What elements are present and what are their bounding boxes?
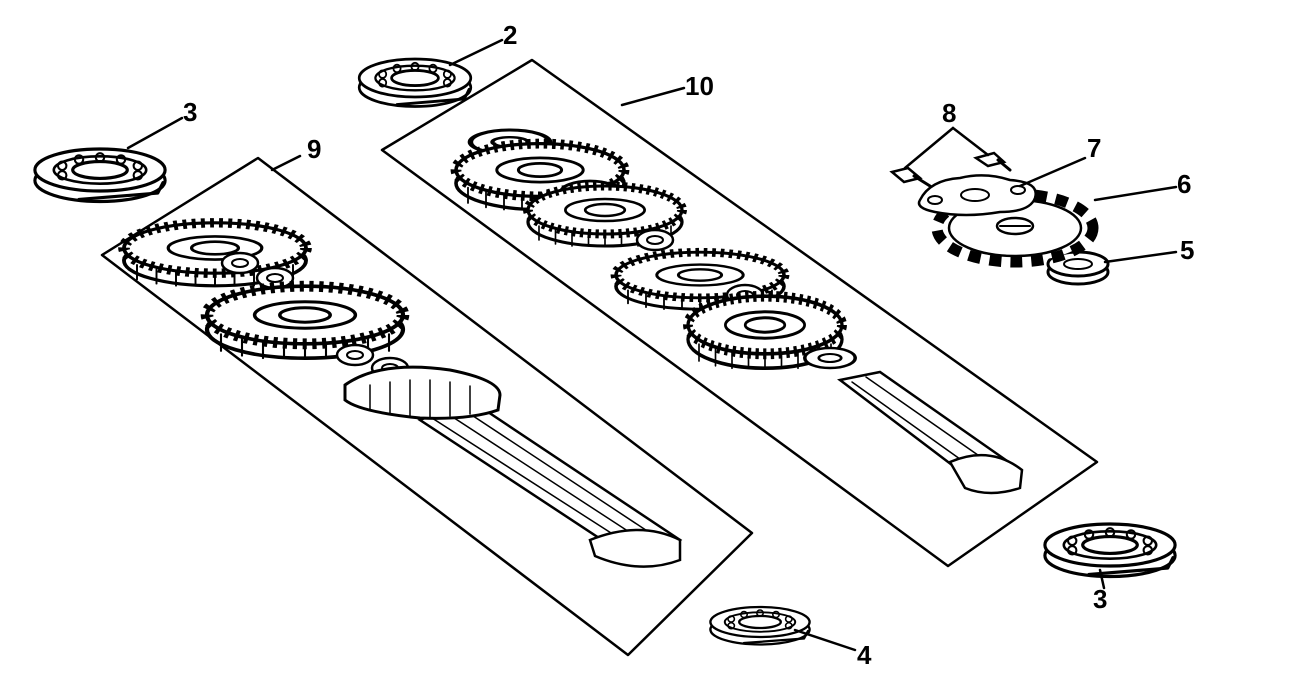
leader-8-left xyxy=(903,126,955,170)
callout-10: 10 xyxy=(685,71,714,101)
callout-9: 9 xyxy=(307,134,321,164)
leader-5 xyxy=(1103,250,1178,264)
counter-shaft-washer-5 xyxy=(803,346,857,370)
retaining-plate-part-7 xyxy=(917,174,1037,217)
leader-2 xyxy=(448,38,504,67)
counter-shaft-assembly-10 xyxy=(380,58,1099,568)
leader-4 xyxy=(793,628,857,652)
callout-5: 5 xyxy=(1180,235,1194,265)
bearing-part-2 xyxy=(357,57,473,108)
callout-7: 7 xyxy=(1087,133,1101,163)
leader-8-right xyxy=(951,126,990,157)
bearing-part-3-left xyxy=(33,147,167,204)
bearing-part-4 xyxy=(709,605,811,646)
bearing-part-3-right xyxy=(1043,522,1177,579)
group-frame-10 xyxy=(380,58,1099,568)
callout-3-right: 3 xyxy=(1093,584,1107,614)
main-shaft-assembly-9 xyxy=(100,156,754,657)
counter-shaft xyxy=(837,370,1024,495)
main-shaft-gear-2 xyxy=(207,286,403,358)
leader-7 xyxy=(1018,156,1087,188)
main-shaft-washer-3 xyxy=(335,343,375,367)
callout-2: 2 xyxy=(503,20,517,50)
main-shaft-pinion xyxy=(343,365,502,420)
main-shaft-washer-1 xyxy=(220,251,260,275)
main-shaft xyxy=(417,398,683,568)
callout-3-left: 3 xyxy=(183,97,197,127)
group-frame-9 xyxy=(100,156,754,657)
bolt-left xyxy=(889,166,932,188)
leader-lines xyxy=(126,38,1178,652)
leader-3-left xyxy=(126,116,184,150)
bolts-part-8 xyxy=(889,151,1012,188)
leader-3-right xyxy=(1098,568,1106,590)
counter-shaft-washer-3 xyxy=(635,228,675,252)
callout-6: 6 xyxy=(1177,169,1191,199)
bolt-right xyxy=(973,151,1012,172)
callout-4: 4 xyxy=(857,640,872,670)
leader-6 xyxy=(1093,185,1178,202)
leader-10 xyxy=(620,86,686,107)
callout-8: 8 xyxy=(942,98,956,128)
leader-9 xyxy=(270,154,302,172)
